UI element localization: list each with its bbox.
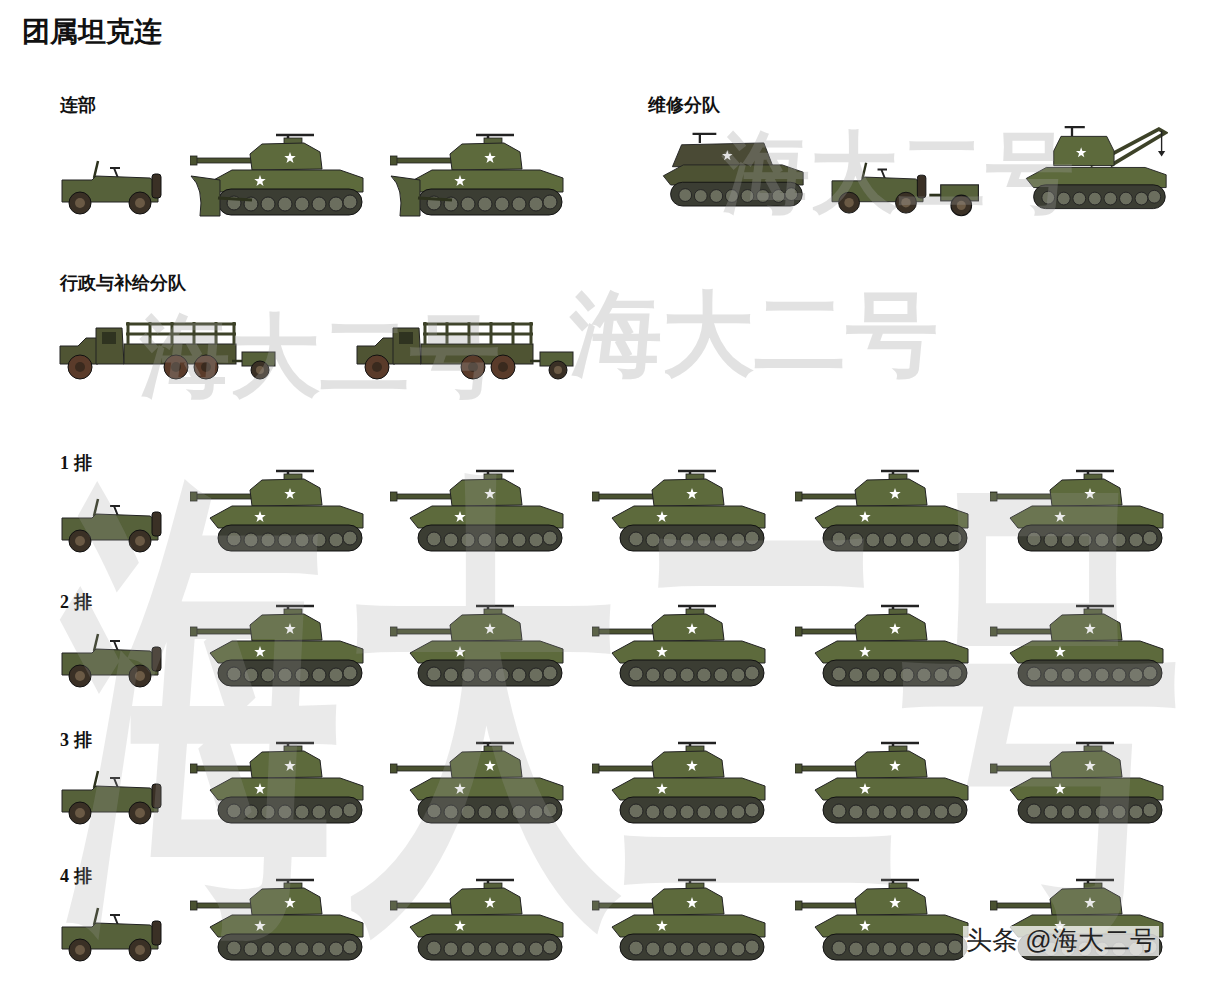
dozer-tank [390,135,563,216]
watermark: 海大二号 [722,122,1074,223]
dozer-tank [190,135,363,216]
watermark: 海大二号 [140,305,500,409]
section-label: 维修分队 [648,95,720,116]
section-label: 行政与补给分队 [60,273,186,294]
diagram-title: 团属坦克连 [22,16,162,48]
credit-text: 头条 @海大二号 [963,926,1159,956]
section-label: 连部 [60,95,96,116]
jeep [62,161,161,214]
watermark: 海大二号 [570,282,938,388]
watermark: 海大二号 [62,470,1182,946]
trailer [530,352,573,379]
